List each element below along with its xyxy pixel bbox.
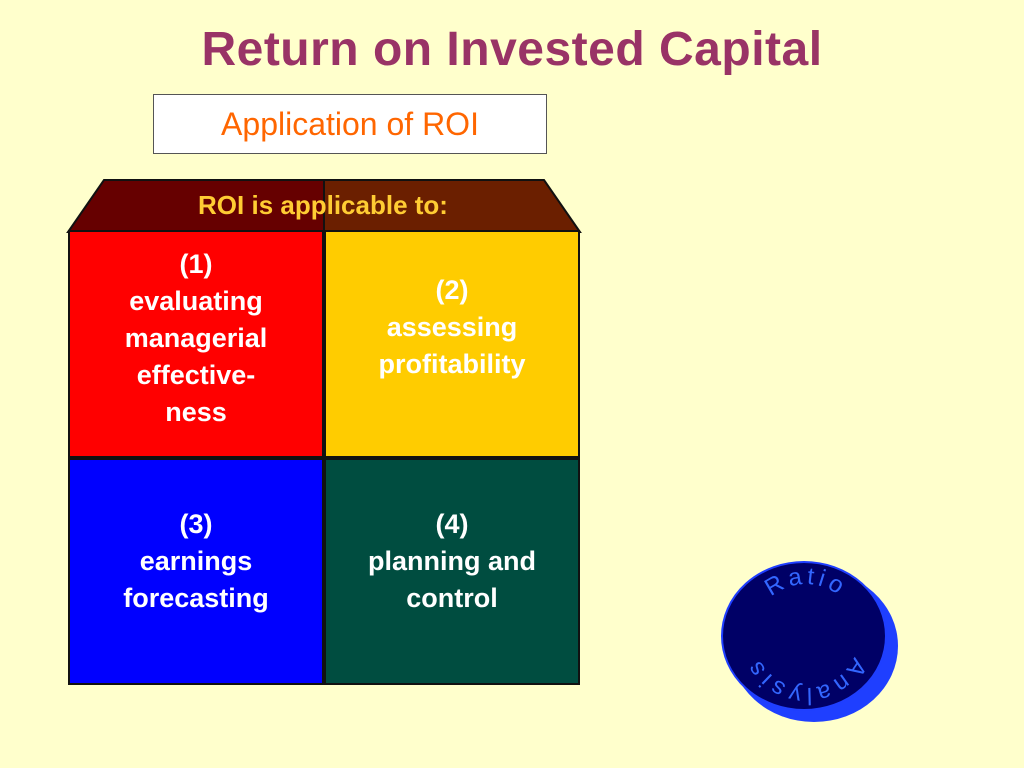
- roof-label: ROI is applicable to:: [198, 190, 448, 220]
- cell-line: evaluating: [129, 286, 263, 316]
- cell-assessing-profitability: (2) assessing profitability: [324, 230, 580, 458]
- subtitle-text: Application of ROI: [221, 105, 479, 142]
- roof-shape: [66, 179, 582, 233]
- subtitle-box: Application of ROI: [153, 94, 547, 154]
- badge-disc: [721, 561, 887, 711]
- cell-number: (4): [435, 509, 469, 539]
- cell-number: (1): [179, 249, 213, 279]
- cell-line: assessing: [386, 312, 518, 342]
- ratio-analysis-badge: Ratio Analysis: [721, 561, 898, 722]
- cell-line: control: [406, 583, 498, 613]
- cell-earnings-forecasting: (3) earnings forecasting: [68, 458, 324, 685]
- cell-line: managerial: [124, 323, 268, 353]
- cell-number: (2): [435, 275, 469, 305]
- roof-right-half: [323, 179, 582, 233]
- cell-line: earnings: [139, 546, 253, 576]
- cell-line: forecasting: [123, 583, 269, 613]
- cell-planning-and-control: (4) planning and control: [324, 458, 580, 685]
- cell-number: (3): [179, 509, 213, 539]
- cell-line: effective-: [136, 360, 256, 390]
- cell-line: planning and: [368, 546, 536, 576]
- cell-line: ness: [165, 397, 227, 427]
- cell-line: profitability: [378, 349, 526, 379]
- slide-title: Return on Invested Capital: [201, 23, 823, 76]
- cell-managerial-effectiveness: (1) evaluating managerial effective- nes…: [68, 230, 324, 458]
